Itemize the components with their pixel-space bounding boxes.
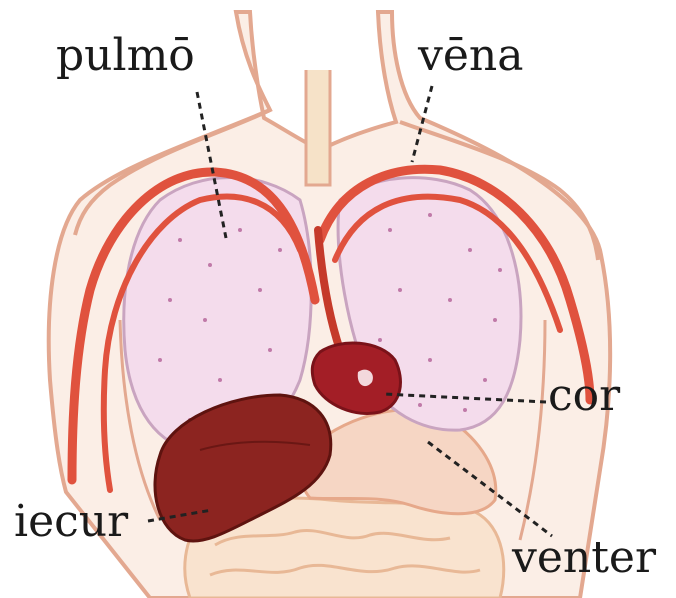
label-iecur: iecur [14,500,128,544]
label-venter: venter [512,536,656,580]
label-vena: vēna [418,34,523,78]
label-pulmo: pulmō [56,34,195,78]
label-cor: cor [548,374,620,418]
trachea [306,70,330,185]
